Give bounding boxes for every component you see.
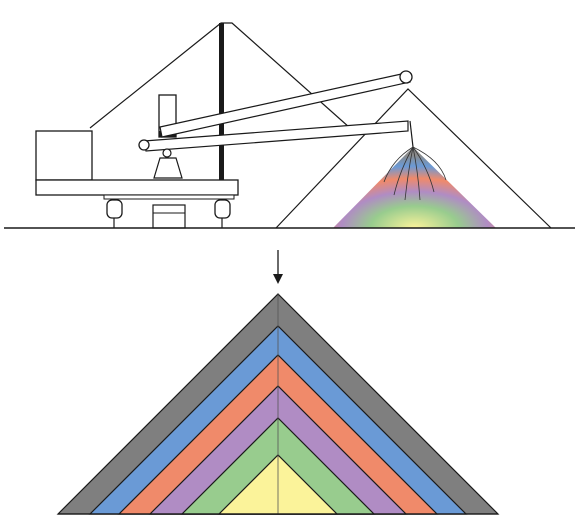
chassis-deck bbox=[35, 179, 239, 196]
discharge-chute bbox=[409, 120, 414, 148]
upper-boom-tip-pulley bbox=[399, 70, 413, 84]
arrow-down-icon bbox=[273, 250, 283, 284]
center-ballast-box bbox=[152, 204, 186, 229]
forming-pile bbox=[333, 147, 496, 228]
stacker-mast bbox=[219, 23, 224, 181]
right-crawler bbox=[214, 199, 231, 228]
slew-hub bbox=[162, 148, 172, 158]
large-pile-outline-right bbox=[275, 88, 552, 229]
stockpile-cross-section-panel bbox=[56, 293, 500, 515]
stacker-elevation-panel bbox=[4, 22, 575, 229]
left-crawler bbox=[106, 199, 123, 228]
chassis-skirt bbox=[103, 194, 235, 200]
operator-cab bbox=[35, 130, 93, 181]
pedestal bbox=[153, 157, 183, 179]
large-pile-outline-left bbox=[89, 22, 351, 129]
material-fall-streams bbox=[383, 146, 447, 201]
conveyor-pivot bbox=[138, 139, 150, 151]
